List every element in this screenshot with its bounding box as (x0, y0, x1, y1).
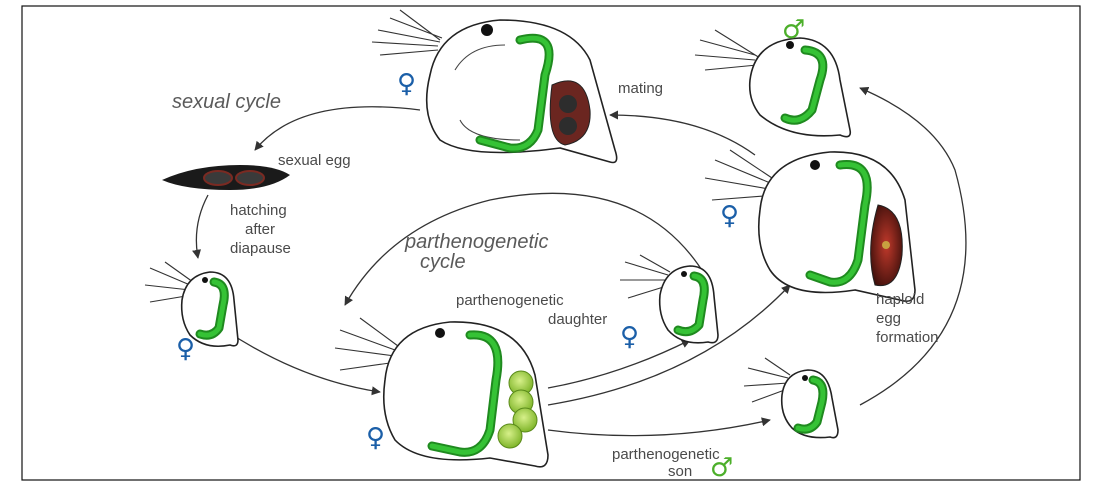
label-haploid-3: formation (876, 329, 939, 346)
label-sexual-egg: sexual egg (278, 152, 351, 169)
label-son-2: son (668, 463, 692, 480)
label-haploid-1: haploid (876, 291, 924, 308)
sexual-egg (162, 165, 290, 190)
arrow-juvenile-to-adult (225, 330, 380, 392)
arrow-egg-to-juvenile (196, 195, 208, 258)
label-hatching-1: hatching (230, 202, 287, 219)
label-parthenogenetic-cycle-2: cycle (420, 251, 466, 273)
female-symbol-top: ♀ (397, 69, 416, 99)
male-symbol-son: ♂ (710, 453, 733, 482)
arrow-to-son (548, 420, 770, 436)
arrow-haploid-to-mating (610, 115, 755, 155)
male-daphnia (695, 30, 850, 137)
label-son-1: parthenogenetic (612, 446, 720, 463)
female-symbol-central: ♀ (366, 423, 385, 453)
label-parthenogenetic-cycle-1: parthenogenetic (404, 231, 548, 253)
female-symbol-daughter: ♀ (620, 322, 639, 352)
male-symbol-top-right: ♂ (782, 15, 805, 45)
female-symbol-juvenile: ♀ (176, 334, 195, 364)
female-symbol-haploid: ♀ (720, 201, 739, 231)
label-hatching-2: after (245, 221, 275, 238)
arrow-to-daughter (548, 340, 690, 388)
arrow-adult-to-sexual-egg (255, 107, 420, 150)
parthenogenetic-son-daphnia (744, 358, 838, 438)
label-daughter-2: daughter (548, 311, 607, 328)
label-mating: mating (618, 80, 663, 97)
label-daughter-1: parthenogenetic (456, 292, 564, 309)
label-hatching-3: diapause (230, 240, 291, 257)
label-haploid-2: egg (876, 310, 901, 327)
label-sexual-cycle: sexual cycle (172, 91, 281, 113)
